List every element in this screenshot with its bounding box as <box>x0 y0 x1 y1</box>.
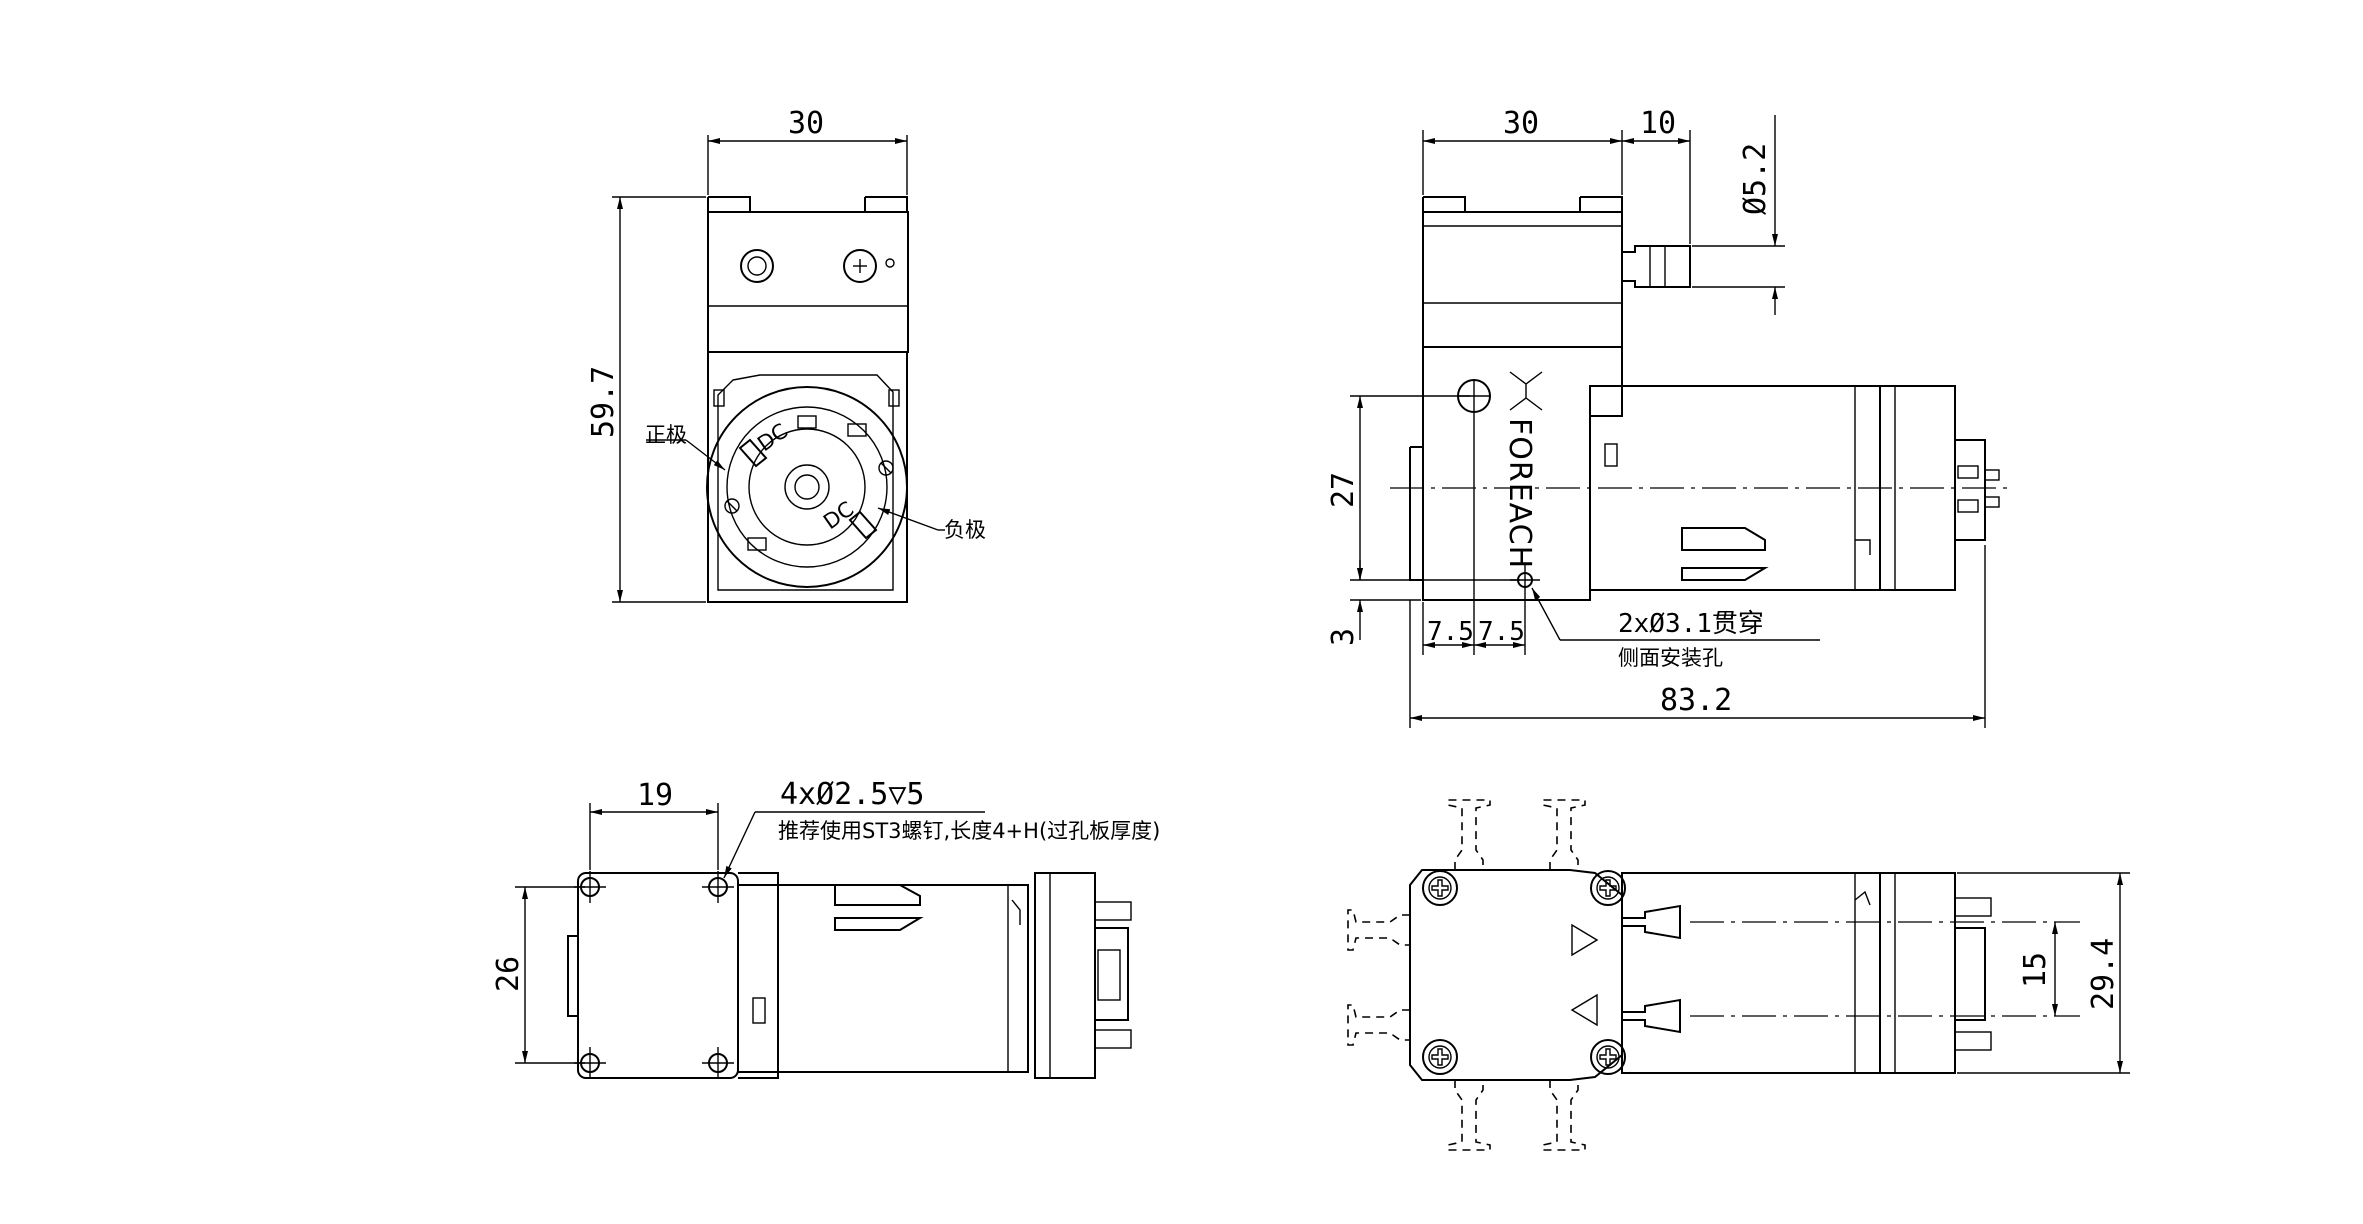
bottom-hole-note: 4xØ2.5▽5 <box>780 777 925 812</box>
front-view-dimensions: 30 59.7 正极 负极 <box>586 106 986 603</box>
total-length-dimension: 83.2 <box>1660 683 1732 718</box>
front-view-body: DC DC <box>706 196 909 603</box>
top-view-dimensions: 15 29.4 <box>1957 872 2130 1074</box>
side-width-dimension: 30 <box>1503 106 1539 141</box>
screw-recommendation-note: 推荐使用ST3螺钉,长度4+H(过孔板厚度) <box>778 819 1160 843</box>
front-view: DC DC 30 59.7 正极 负极 <box>586 106 986 603</box>
bottom-height-dimension: 26 <box>491 956 526 992</box>
bottom-view-body <box>567 870 1132 1080</box>
nozzle-diameter-dimension: Ø5.2 <box>1738 143 1773 215</box>
side-view: FOREACH 30 10 Ø5.2 27 <box>1326 106 2010 728</box>
side-view-body: FOREACH <box>1390 196 2010 601</box>
bottom-view-dimensions: 19 26 4xØ2.5▽5 推荐使用ST3螺钉,长度4+H(过孔板厚度) <box>491 777 1160 1064</box>
nozzle-length-dimension: 10 <box>1640 106 1676 141</box>
top-height-dimension: 29.4 <box>2086 938 2121 1010</box>
top-port-spacing-dimension: 15 <box>2018 952 2053 988</box>
hole-spacing-dimension-2: 7.5 <box>1478 617 1525 647</box>
side-view-dimensions: 30 10 Ø5.2 27 3 <box>1326 106 1986 728</box>
front-width-dimension: 30 <box>788 106 824 141</box>
front-height-dimension: 59.7 <box>586 366 621 438</box>
bottom-offset-dimension: 3 <box>1326 628 1361 646</box>
bottom-hole-spacing-dimension: 19 <box>637 778 673 813</box>
top-view-body <box>1347 799 2080 1151</box>
top-view: 15 29.4 <box>1347 799 2130 1151</box>
side-height-dimension: 27 <box>1326 472 1361 508</box>
negative-terminal-label: 负极 <box>944 518 986 542</box>
positive-terminal-label: 正极 <box>645 423 687 447</box>
terminal-mark-bottom: DC <box>819 497 858 534</box>
hole-spacing-dimension-1: 7.5 <box>1427 617 1474 647</box>
bottom-view: 19 26 4xØ2.5▽5 推荐使用ST3螺钉,长度4+H(过孔板厚度) <box>491 777 1160 1080</box>
side-hole-note-2: 侧面安装孔 <box>1618 646 1723 670</box>
side-hole-note: 2xØ3.1贯穿 <box>1618 609 1764 639</box>
brand-logo-text: FOREACH <box>1502 418 1537 569</box>
